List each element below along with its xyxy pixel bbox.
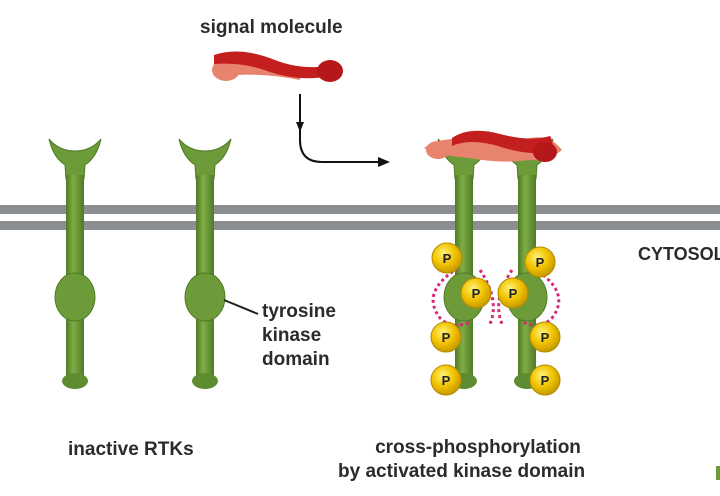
- activation-highlight-left: [431, 266, 495, 327]
- activation-arrow: [296, 94, 390, 167]
- label-line: kinase: [262, 324, 322, 346]
- signal-molecule-bound: [424, 130, 562, 162]
- phosphate-group: P: [431, 242, 463, 274]
- svg-text:P: P: [472, 286, 481, 301]
- phosphate-group: P: [524, 246, 556, 278]
- svg-text:P: P: [541, 330, 550, 345]
- inactive-receptor-1: [48, 138, 102, 390]
- tyrosine-kinase-domain-label: tyrosine kinase domain: [262, 300, 336, 371]
- phosphate-group: P: [430, 364, 462, 396]
- signal-molecule-label: signal molecule: [200, 17, 343, 38]
- kinase-domain-pointer: [223, 299, 259, 315]
- phosphate-group: P: [497, 277, 529, 309]
- cross-phosphorylation-label: cross-phosphorylation by activated kinas…: [338, 436, 630, 484]
- svg-text:P: P: [442, 330, 451, 345]
- svg-text:P: P: [541, 373, 550, 388]
- signal-molecule-free: [212, 51, 343, 82]
- label-line: cross-phosphorylation: [375, 437, 581, 458]
- phosphate-group: P: [529, 321, 561, 353]
- plasma-membrane: [0, 205, 720, 230]
- svg-text:P: P: [536, 255, 545, 270]
- inactive-receptor-2: [178, 138, 232, 390]
- svg-text:P: P: [443, 251, 452, 266]
- svg-text:P: P: [442, 373, 451, 388]
- label-line: tyrosine: [262, 301, 336, 322]
- svg-text:P: P: [509, 286, 518, 301]
- phosphate-group: P: [430, 321, 462, 353]
- phosphate-group: P: [529, 364, 561, 396]
- cytosol-label: CYTOSOL: [638, 244, 720, 264]
- inactive-rtks-label: inactive RTKs: [68, 439, 194, 460]
- offscreen-fragment: [716, 466, 720, 480]
- label-line: domain: [262, 348, 330, 370]
- phosphate-group: P: [460, 277, 492, 309]
- label-line: by activated kinase domain: [338, 460, 586, 482]
